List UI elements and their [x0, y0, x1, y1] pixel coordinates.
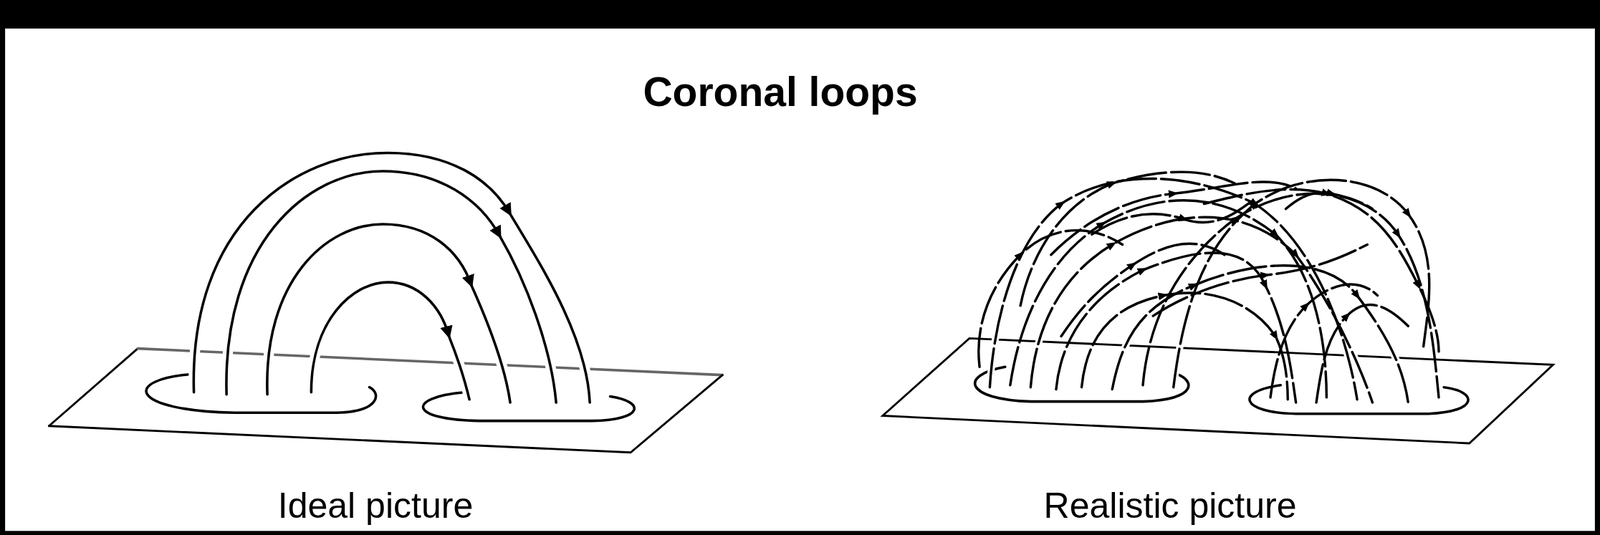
frame-bar — [1594, 0, 1600, 535]
realistic-loops — [882, 171, 1554, 444]
frame-bar — [0, 530, 1600, 535]
ideal-loops — [48, 152, 723, 453]
frame-bar — [0, 0, 1600, 29]
frame-bar — [0, 0, 6, 535]
panel-label: Realistic picture — [1043, 485, 1297, 527]
title: Coronal loops — [642, 68, 918, 116]
panel-label: Ideal picture — [278, 485, 473, 527]
